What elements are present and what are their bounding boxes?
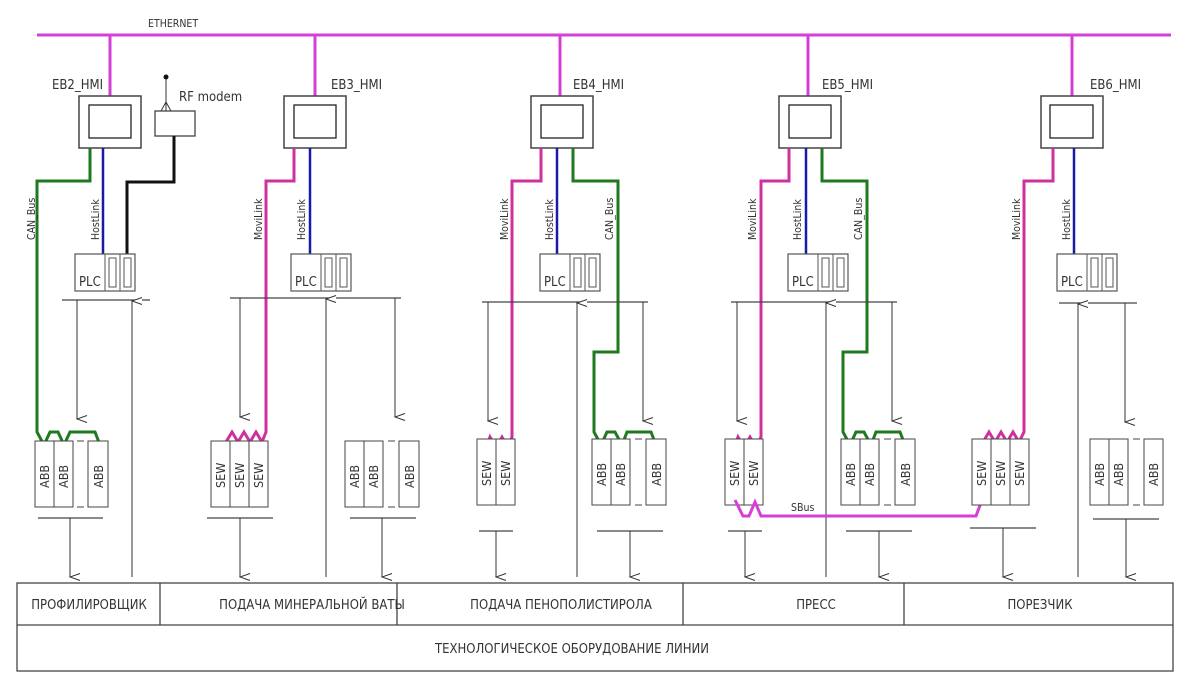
hostlink-label: HostLink <box>792 199 804 240</box>
plc-label: PLC <box>544 275 566 290</box>
hostlink-label: HostLink <box>1061 199 1073 240</box>
drive-module: ABB <box>37 465 52 488</box>
hmi-panel-icon <box>530 95 594 149</box>
plc-label: PLC <box>295 275 317 290</box>
station-eb5: EB5_HMI MoviLink HostLink CAN_Bus PLC SE… <box>724 35 916 577</box>
section-cell: ПРОФИЛИРОВЩИК <box>31 598 147 613</box>
drive-group-sew: SEW SEW <box>724 438 764 506</box>
movilink-line <box>978 148 1055 450</box>
plc-label: PLC <box>79 275 101 290</box>
canbus-label: CAN_Bus <box>853 198 865 240</box>
canbus-line <box>820 148 907 449</box>
canbus-label: CAN_Bus <box>26 198 38 240</box>
sbus-line <box>733 498 984 518</box>
drive-module: ABB <box>1092 463 1107 486</box>
rf-modem: RF modem <box>125 74 242 255</box>
station-eb4: EB4_HMI MoviLink HostLink CAN_Bus PLC SE… <box>476 35 667 577</box>
drive-module: SEW <box>251 463 266 488</box>
canbus-line <box>35 148 102 449</box>
drive-group-abb: ABB ABB ABB <box>344 440 420 508</box>
hmi-label: EB2_HMI <box>52 78 103 93</box>
canbus-line <box>571 148 658 449</box>
hmi-label: EB5_HMI <box>822 78 873 93</box>
hmi-panel-icon <box>1040 95 1104 149</box>
drive-module: SEW <box>746 461 761 486</box>
hmi-panel-icon <box>778 95 842 149</box>
plc-label: PLC <box>1061 275 1083 290</box>
drive-group-sew: SEW SEW <box>476 438 516 506</box>
drive-module: ABB <box>613 463 628 486</box>
drive-module: ABB <box>649 463 664 486</box>
plc-unit: PLC <box>74 253 136 292</box>
station-eb3: EB3_HMI MoviLink HostLink PLC SEW SEW SE… <box>207 35 420 577</box>
drive-module: SEW <box>1012 461 1027 486</box>
drive-module: ABB <box>91 465 106 488</box>
section-cell: ПРЕСС <box>796 598 836 613</box>
footer-label: ТЕХНОЛОГИЧЕСКОЕ ОБОРУДОВАНИЕ ЛИНИИ <box>434 642 709 657</box>
drive-module: ABB <box>402 465 417 488</box>
hmi-panel-icon <box>78 95 142 149</box>
drive-group-sew: SEW SEW SEW <box>971 438 1030 506</box>
drive-group-abb: ABB ABB ABB <box>1089 438 1164 506</box>
hostlink-label: HostLink <box>544 199 556 240</box>
movilink-line <box>484 148 543 451</box>
drive-module: SEW <box>213 463 228 488</box>
drive-module: ABB <box>56 465 71 488</box>
section-cell: ПОРЕЗЧИК <box>1007 598 1073 613</box>
hmi-label: EB4_HMI <box>573 78 624 93</box>
drive-module: ABB <box>1111 463 1126 486</box>
drive-group-abb: ABB ABB ABB <box>34 440 109 508</box>
hmi-label: EB6_HMI <box>1090 78 1141 93</box>
sbus-link: SBus <box>733 498 984 518</box>
section-cell: ПОДАЧА МИНЕРАЛЬНОЙ ВАТЫ <box>219 597 405 613</box>
rf-modem-label: RF modem <box>179 90 242 105</box>
drive-module: SEW <box>498 461 513 486</box>
drive-module: ABB <box>862 463 877 486</box>
plc-unit: PLC <box>1056 253 1118 292</box>
drive-module: ABB <box>898 463 913 486</box>
drive-module: ABB <box>1146 463 1161 486</box>
drive-module: SEW <box>974 461 989 486</box>
drive-module: ABB <box>843 463 858 486</box>
drive-group-abb: ABB ABB ABB <box>591 438 667 506</box>
drive-group-abb: ABB ABB ABB <box>840 438 916 506</box>
movilink-label: MoviLink <box>1011 198 1023 240</box>
station-eb6: EB6_HMI MoviLink HostLink PLC SEW SEW SE… <box>970 35 1164 577</box>
plc-label: PLC <box>792 275 814 290</box>
canbus-label: CAN_Bus <box>604 198 616 240</box>
drive-module: SEW <box>993 461 1008 486</box>
drive-module: SEW <box>727 461 742 486</box>
sbus-label: SBus <box>791 502 814 514</box>
plc-unit: PLC <box>539 253 601 292</box>
hmi-label: EB3_HMI <box>331 78 382 93</box>
plc-unit: PLC <box>787 253 849 292</box>
section-cell: ПОДАЧА ПЕНОПОЛИСТИРОЛА <box>470 598 652 613</box>
ethernet-bus: ETHERNET <box>37 18 1171 37</box>
drive-module: SEW <box>232 463 247 488</box>
hostlink-label: HostLink <box>296 199 308 240</box>
drive-group-sew: SEW SEW SEW <box>210 440 269 508</box>
movilink-label: MoviLink <box>499 198 511 240</box>
drive-module: ABB <box>594 463 609 486</box>
drive-module: SEW <box>479 461 494 486</box>
ethernet-label: ETHERNET <box>148 18 198 30</box>
movilink-label: MoviLink <box>253 198 265 240</box>
station-eb2: EB2_HMI RF modem CAN_Bus HostLink PLC <box>26 35 242 577</box>
hmi-panel-icon <box>283 95 347 149</box>
hostlink-label: HostLink <box>90 199 102 240</box>
drive-module: ABB <box>347 465 362 488</box>
movilink-line <box>732 148 791 451</box>
movilink-label: MoviLink <box>747 198 759 240</box>
equipment-table: ПРОФИЛИРОВЩИК ПОДАЧА МИНЕРАЛЬНОЙ ВАТЫ ПО… <box>16 582 1174 672</box>
movilink-line <box>218 148 296 451</box>
plc-unit: PLC <box>290 253 352 292</box>
drive-module: ABB <box>366 465 381 488</box>
